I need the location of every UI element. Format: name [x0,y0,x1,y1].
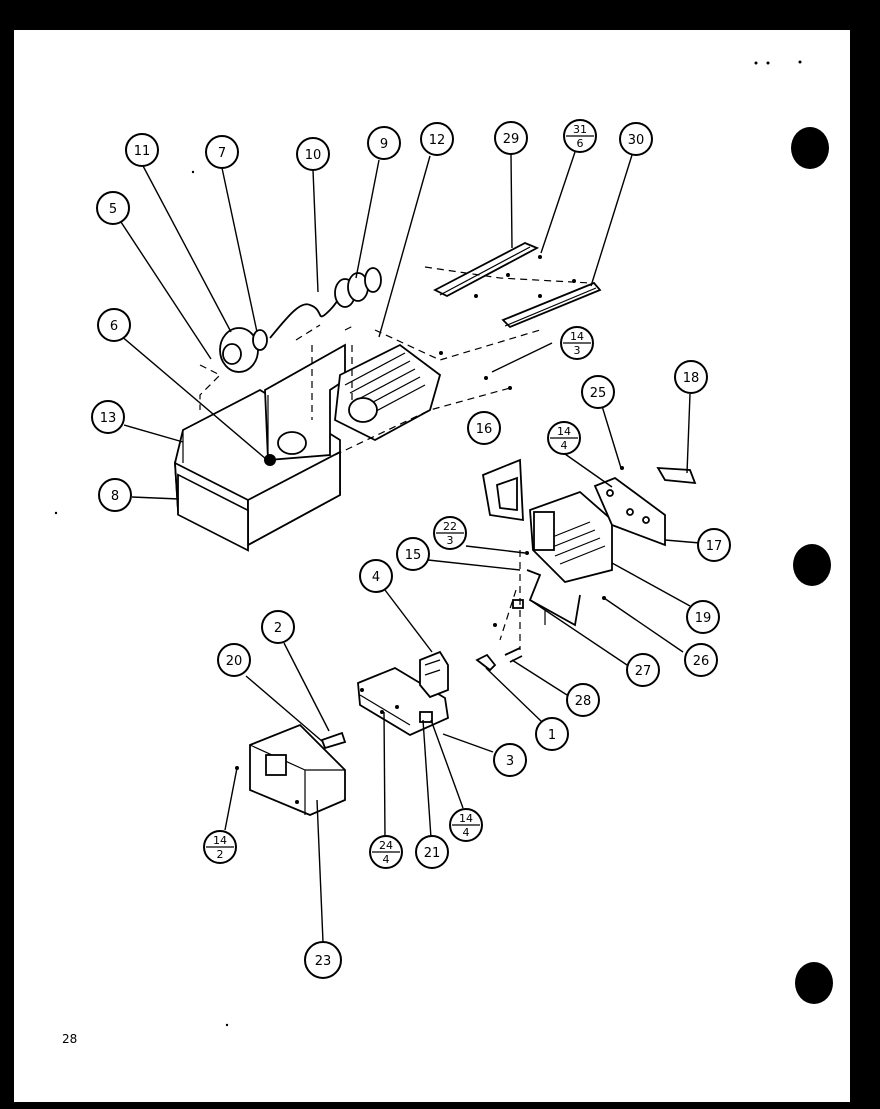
callout-24-4: 244 [369,835,403,869]
callout-12-label: 12 [429,133,446,148]
callout-15: 15 [396,537,430,571]
callout-14c-num: 14 [459,812,473,825]
callout-19-label: 19 [695,611,712,626]
callout-14-3: 143 [560,326,594,360]
callout-8: 8 [98,478,132,512]
callout-21: 21 [415,835,449,869]
callout-29: 29 [494,121,528,155]
callout-6-label: 6 [110,319,118,334]
callout-14d-num: 14 [213,834,227,847]
callout-18-label: 18 [683,371,700,386]
callout-18: 18 [674,360,708,394]
callout-13-label: 13 [100,411,117,426]
callout-22-num: 22 [443,520,457,533]
callout-2-label: 2 [274,621,282,636]
callout-14b-den: 4 [561,439,568,452]
callout-26: 26 [684,643,718,677]
callout-1-label: 1 [548,728,556,743]
callout-4: 4 [359,559,393,593]
callout-30: 30 [619,122,653,156]
callout-4-label: 4 [372,570,380,585]
control-box-assembly [235,650,449,816]
callout-7-label: 7 [218,146,226,161]
callout-31-den: 6 [577,137,584,150]
callout-6: 6 [97,308,131,342]
callout-29-label: 29 [503,132,520,147]
callout-11-label: 11 [134,144,151,159]
callout-19: 19 [686,600,720,634]
callout-28: 28 [566,683,600,717]
callout-21-label: 21 [424,846,441,861]
callout-10: 10 [296,137,330,171]
callout-22-3: 223 [433,516,467,550]
callout-7: 7 [205,135,239,169]
callout-16: 16 [467,411,501,445]
callout-5: 5 [96,191,130,225]
binder-hole-top [791,127,829,169]
callout-31-num: 31 [573,123,587,136]
callout-11: 11 [125,133,159,167]
callout-31-6: 316 [563,119,597,153]
callout-16-label: 16 [476,422,493,437]
callout-1: 1 [535,717,569,751]
callout-20: 20 [217,643,251,677]
callout-28-label: 28 [575,694,592,709]
callout-23: 23 [304,941,342,979]
callout-9: 9 [367,126,401,160]
callout-22-den: 3 [447,534,454,547]
callout-30-label: 30 [628,133,645,148]
binder-hole-middle [793,544,831,586]
callout-26-label: 26 [693,654,710,669]
callout-20-label: 20 [226,654,243,669]
leader-lines [118,151,701,943]
callout-25-label: 25 [590,386,607,401]
callout-24-den: 4 [383,853,390,866]
callout-23-label: 23 [315,954,332,969]
callouts: 11 7 10 9 12 29 316 30 5 6 143 13 8 18 2… [91,119,731,979]
callout-14d-den: 2 [217,848,224,861]
callout-14a-num: 14 [570,330,584,343]
callout-5-label: 5 [109,202,117,217]
callout-14-2: 142 [203,830,237,864]
callout-2: 2 [261,610,295,644]
callout-3-label: 3 [506,754,514,769]
callout-12: 12 [420,122,454,156]
callout-13: 13 [91,400,125,434]
ice-maker-assembly [475,458,697,672]
callout-27-label: 27 [635,664,652,679]
callout-14c-den: 4 [463,826,470,839]
callout-25: 25 [581,375,615,409]
ice-bucket-assembly [174,242,602,552]
page-number: 28 [62,1032,78,1046]
callout-10-label: 10 [305,148,322,163]
callout-15-label: 15 [405,548,422,563]
callout-14-4-upper: 144 [547,421,581,455]
binder-hole-bottom [795,962,833,1004]
callout-27: 27 [626,653,660,687]
callout-14a-den: 3 [574,344,581,357]
binder-holes [54,60,833,1027]
callout-3: 3 [493,743,527,777]
callout-17-label: 17 [706,539,723,554]
parts-sheet [14,30,850,1102]
callout-8-label: 8 [111,489,119,504]
callout-14-4-lower: 144 [449,808,483,842]
callout-14b-num: 14 [557,425,571,438]
callout-9-label: 9 [380,137,388,152]
callout-17: 17 [697,528,731,562]
callout-24-num: 24 [379,839,393,852]
